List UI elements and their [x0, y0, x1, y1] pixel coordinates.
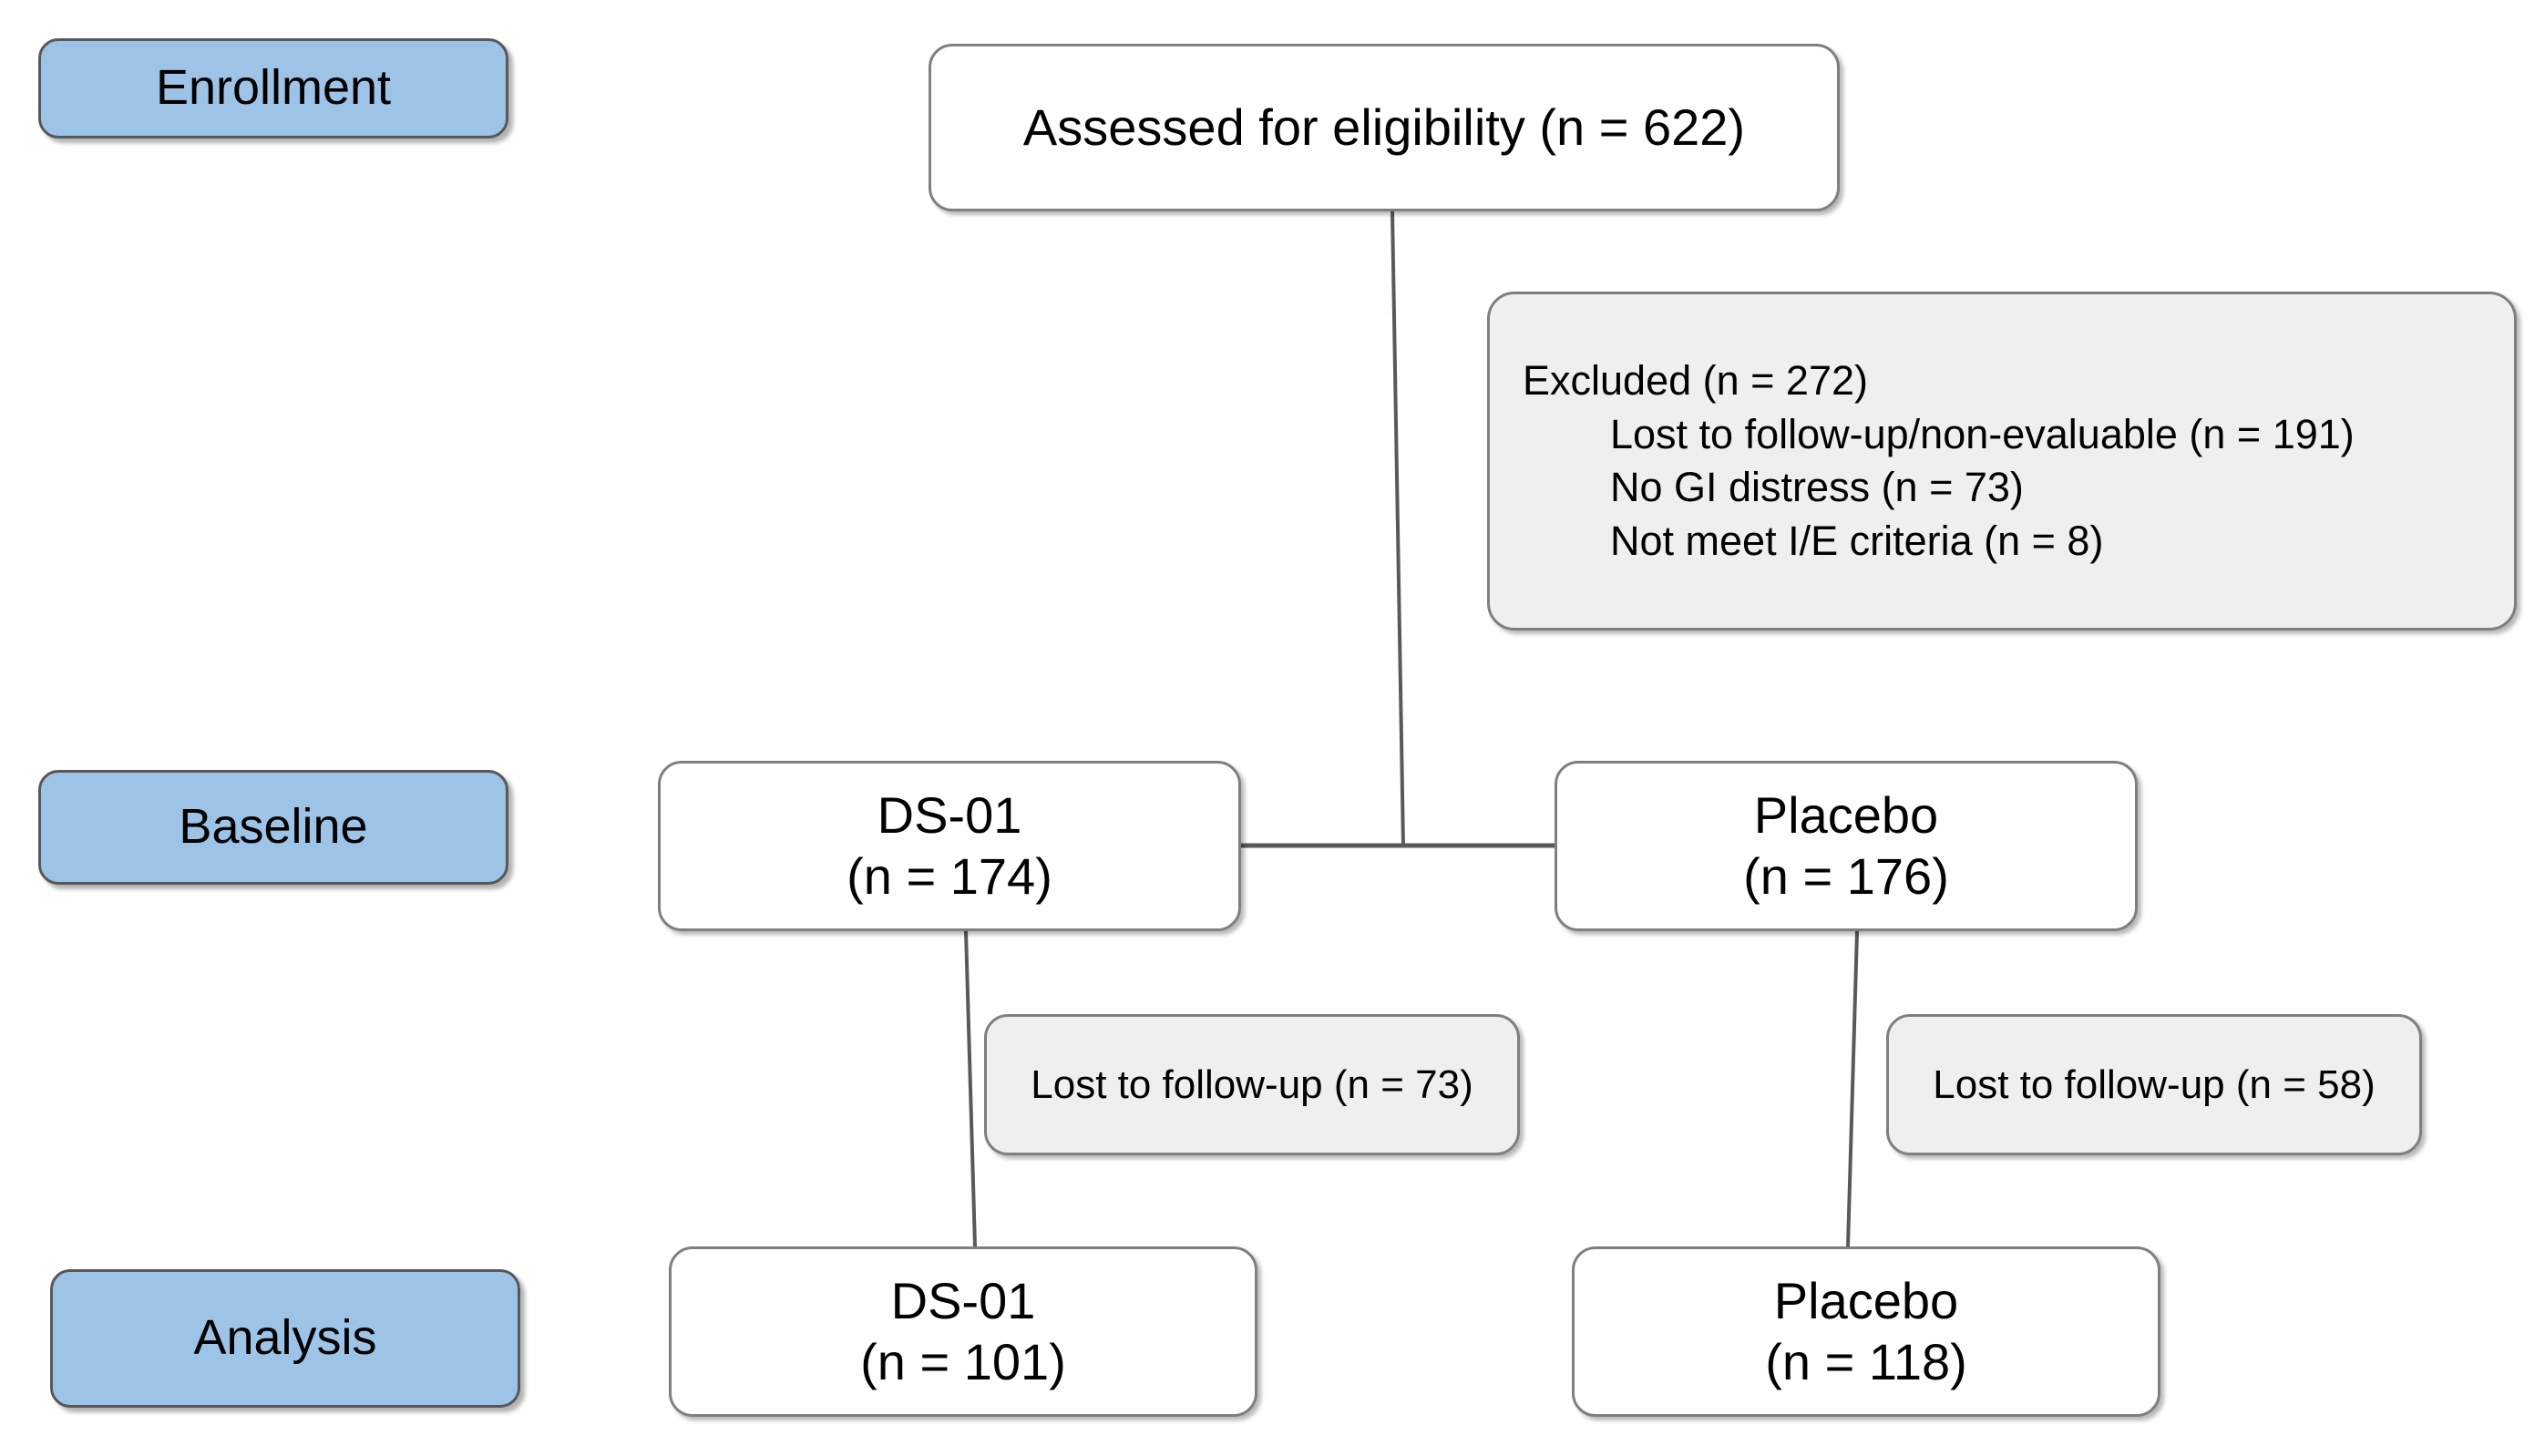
node-analysis-ds01: DS-01 (n = 101) [669, 1246, 1257, 1417]
stage-label-analysis: Analysis [50, 1269, 520, 1408]
connector-assessed-to-baseline [1391, 210, 1405, 846]
analysis-ds01-count: (n = 101) [860, 1332, 1066, 1390]
excluded-heading: Excluded (n = 272) [1523, 357, 1868, 404]
baseline-placebo-name: Placebo [1753, 786, 1939, 845]
analysis-placebo-content: Placebo (n = 118) [1765, 1271, 1967, 1391]
lost-to-followup-placebo-label: Lost to follow-up (n = 58) [1933, 1061, 2376, 1107]
connector-placebo-baseline-to-analysis [1846, 930, 1859, 1247]
baseline-placebo-count: (n = 176) [1743, 846, 1949, 905]
excluded-reason-not-meet-ie-criteria: Not meet I/E criteria (n = 8) [1610, 517, 2104, 564]
stage-label-enrollment: Enrollment [38, 38, 508, 138]
node-assessed-for-eligibility: Assessed for eligibility (n = 622) [929, 44, 1840, 211]
analysis-ds01-content: DS-01 (n = 101) [860, 1271, 1066, 1391]
assessed-for-eligibility-label: Assessed for eligibility (n = 622) [1022, 97, 1746, 156]
excluded-reason-list: Excluded (n = 272) Lost to follow-up/non… [1523, 354, 2481, 568]
node-excluded: Excluded (n = 272) Lost to follow-up/non… [1487, 292, 2517, 631]
baseline-ds01-name: DS-01 [877, 786, 1022, 845]
stage-label-baseline: Baseline [38, 770, 508, 885]
baseline-placebo-content: Placebo (n = 176) [1743, 785, 1949, 906]
excluded-reason-lost-to-followup: Lost to follow-up/non-evaluable (n = 191… [1610, 410, 2355, 457]
lost-to-followup-ds01-label: Lost to follow-up (n = 73) [1031, 1061, 1473, 1107]
analysis-ds01-name: DS-01 [890, 1272, 1036, 1330]
node-baseline-placebo: Placebo (n = 176) [1555, 761, 2138, 931]
node-lost-to-followup-placebo: Lost to follow-up (n = 58) [1886, 1014, 2422, 1155]
stage-label-enrollment-text: Enrollment [155, 60, 392, 116]
analysis-placebo-count: (n = 118) [1765, 1332, 1967, 1390]
analysis-placebo-name: Placebo [1773, 1272, 1959, 1330]
baseline-ds01-content: DS-01 (n = 174) [847, 785, 1052, 906]
baseline-ds01-count: (n = 174) [847, 846, 1052, 905]
node-lost-to-followup-ds01: Lost to follow-up (n = 73) [984, 1014, 1520, 1155]
stage-label-baseline-text: Baseline [179, 799, 368, 855]
excluded-reason-no-gi-distress: No GI distress (n = 73) [1610, 464, 2024, 510]
connector-ds01-baseline-to-analysis [964, 930, 977, 1247]
stage-label-analysis-text: Analysis [193, 1310, 377, 1366]
node-baseline-ds01: DS-01 (n = 174) [658, 761, 1241, 931]
node-analysis-placebo: Placebo (n = 118) [1572, 1246, 2160, 1417]
